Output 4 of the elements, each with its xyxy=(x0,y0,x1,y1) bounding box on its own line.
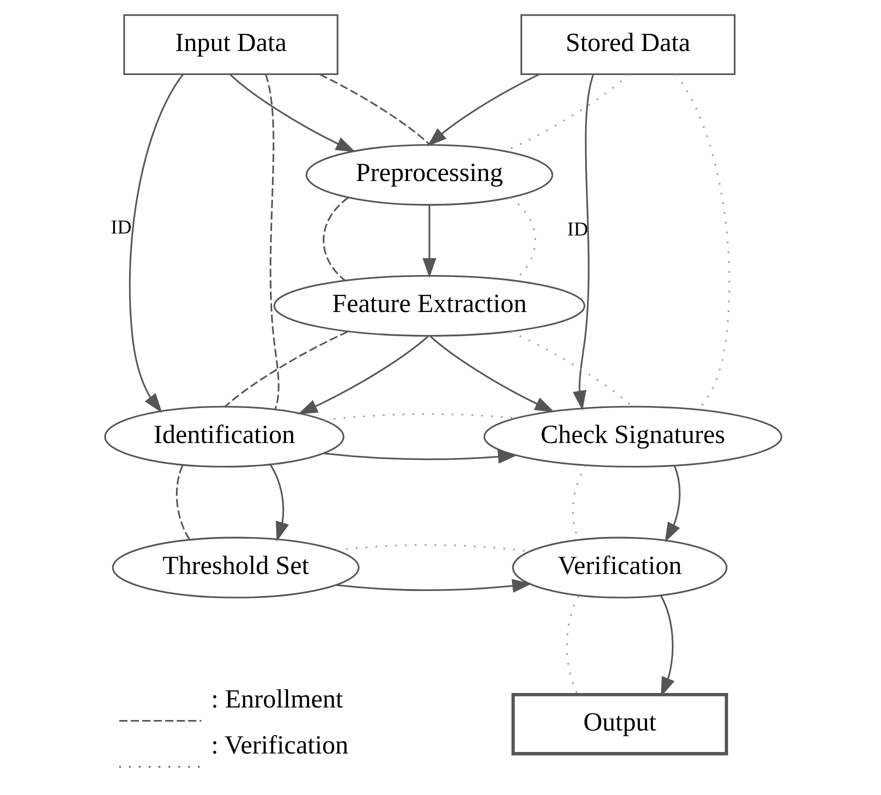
edge-label: ID xyxy=(110,216,132,238)
edge-label: ID xyxy=(567,218,588,240)
legend-label: : Verification xyxy=(211,730,348,760)
legend-label: : Enrollment xyxy=(211,684,344,714)
